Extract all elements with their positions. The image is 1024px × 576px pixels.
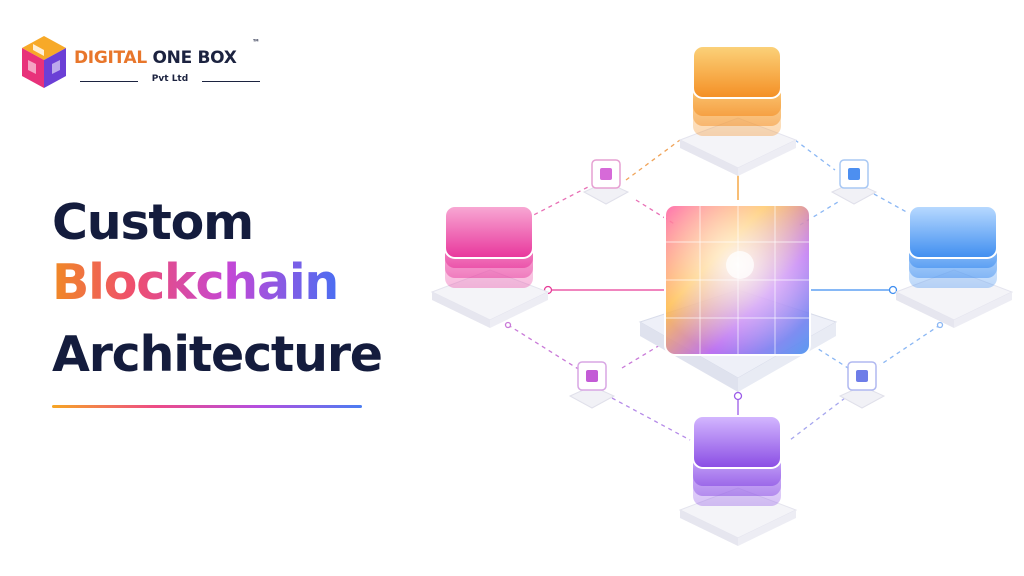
trademark-symbol: ™ [252, 38, 260, 47]
brand-subtitle-row: Pvt Ltd [80, 74, 260, 88]
left-node [430, 205, 550, 328]
headline-line-1: Custom [52, 194, 254, 251]
headline-line-3: Architecture [52, 326, 383, 383]
mini-cube-bottom-right [838, 361, 886, 409]
brand-name-part2: ONE BOX [146, 48, 237, 68]
headline-line-2: Blockchain [52, 254, 339, 311]
right-node [894, 205, 1014, 328]
divider-left [80, 81, 138, 82]
bottom-node [678, 415, 798, 546]
company-logo: DIGITAL ONE BOX ™ Pvt Ltd [20, 34, 270, 94]
blockchain-network-illustration [430, 45, 1014, 546]
mini-cube-top-right [830, 159, 878, 205]
brand-subtitle: Pvt Ltd [151, 74, 189, 84]
cube-logo-icon [22, 36, 66, 88]
divider-right [202, 81, 260, 82]
top-node [678, 45, 798, 176]
cube-core [638, 204, 838, 392]
brand-name-part1: DIGITAL [74, 48, 147, 68]
brand-name: DIGITAL ONE BOX [74, 48, 237, 68]
mini-cube-top-left [582, 159, 630, 205]
headline-underline [52, 405, 362, 408]
mini-cube-bottom-left [568, 361, 616, 409]
